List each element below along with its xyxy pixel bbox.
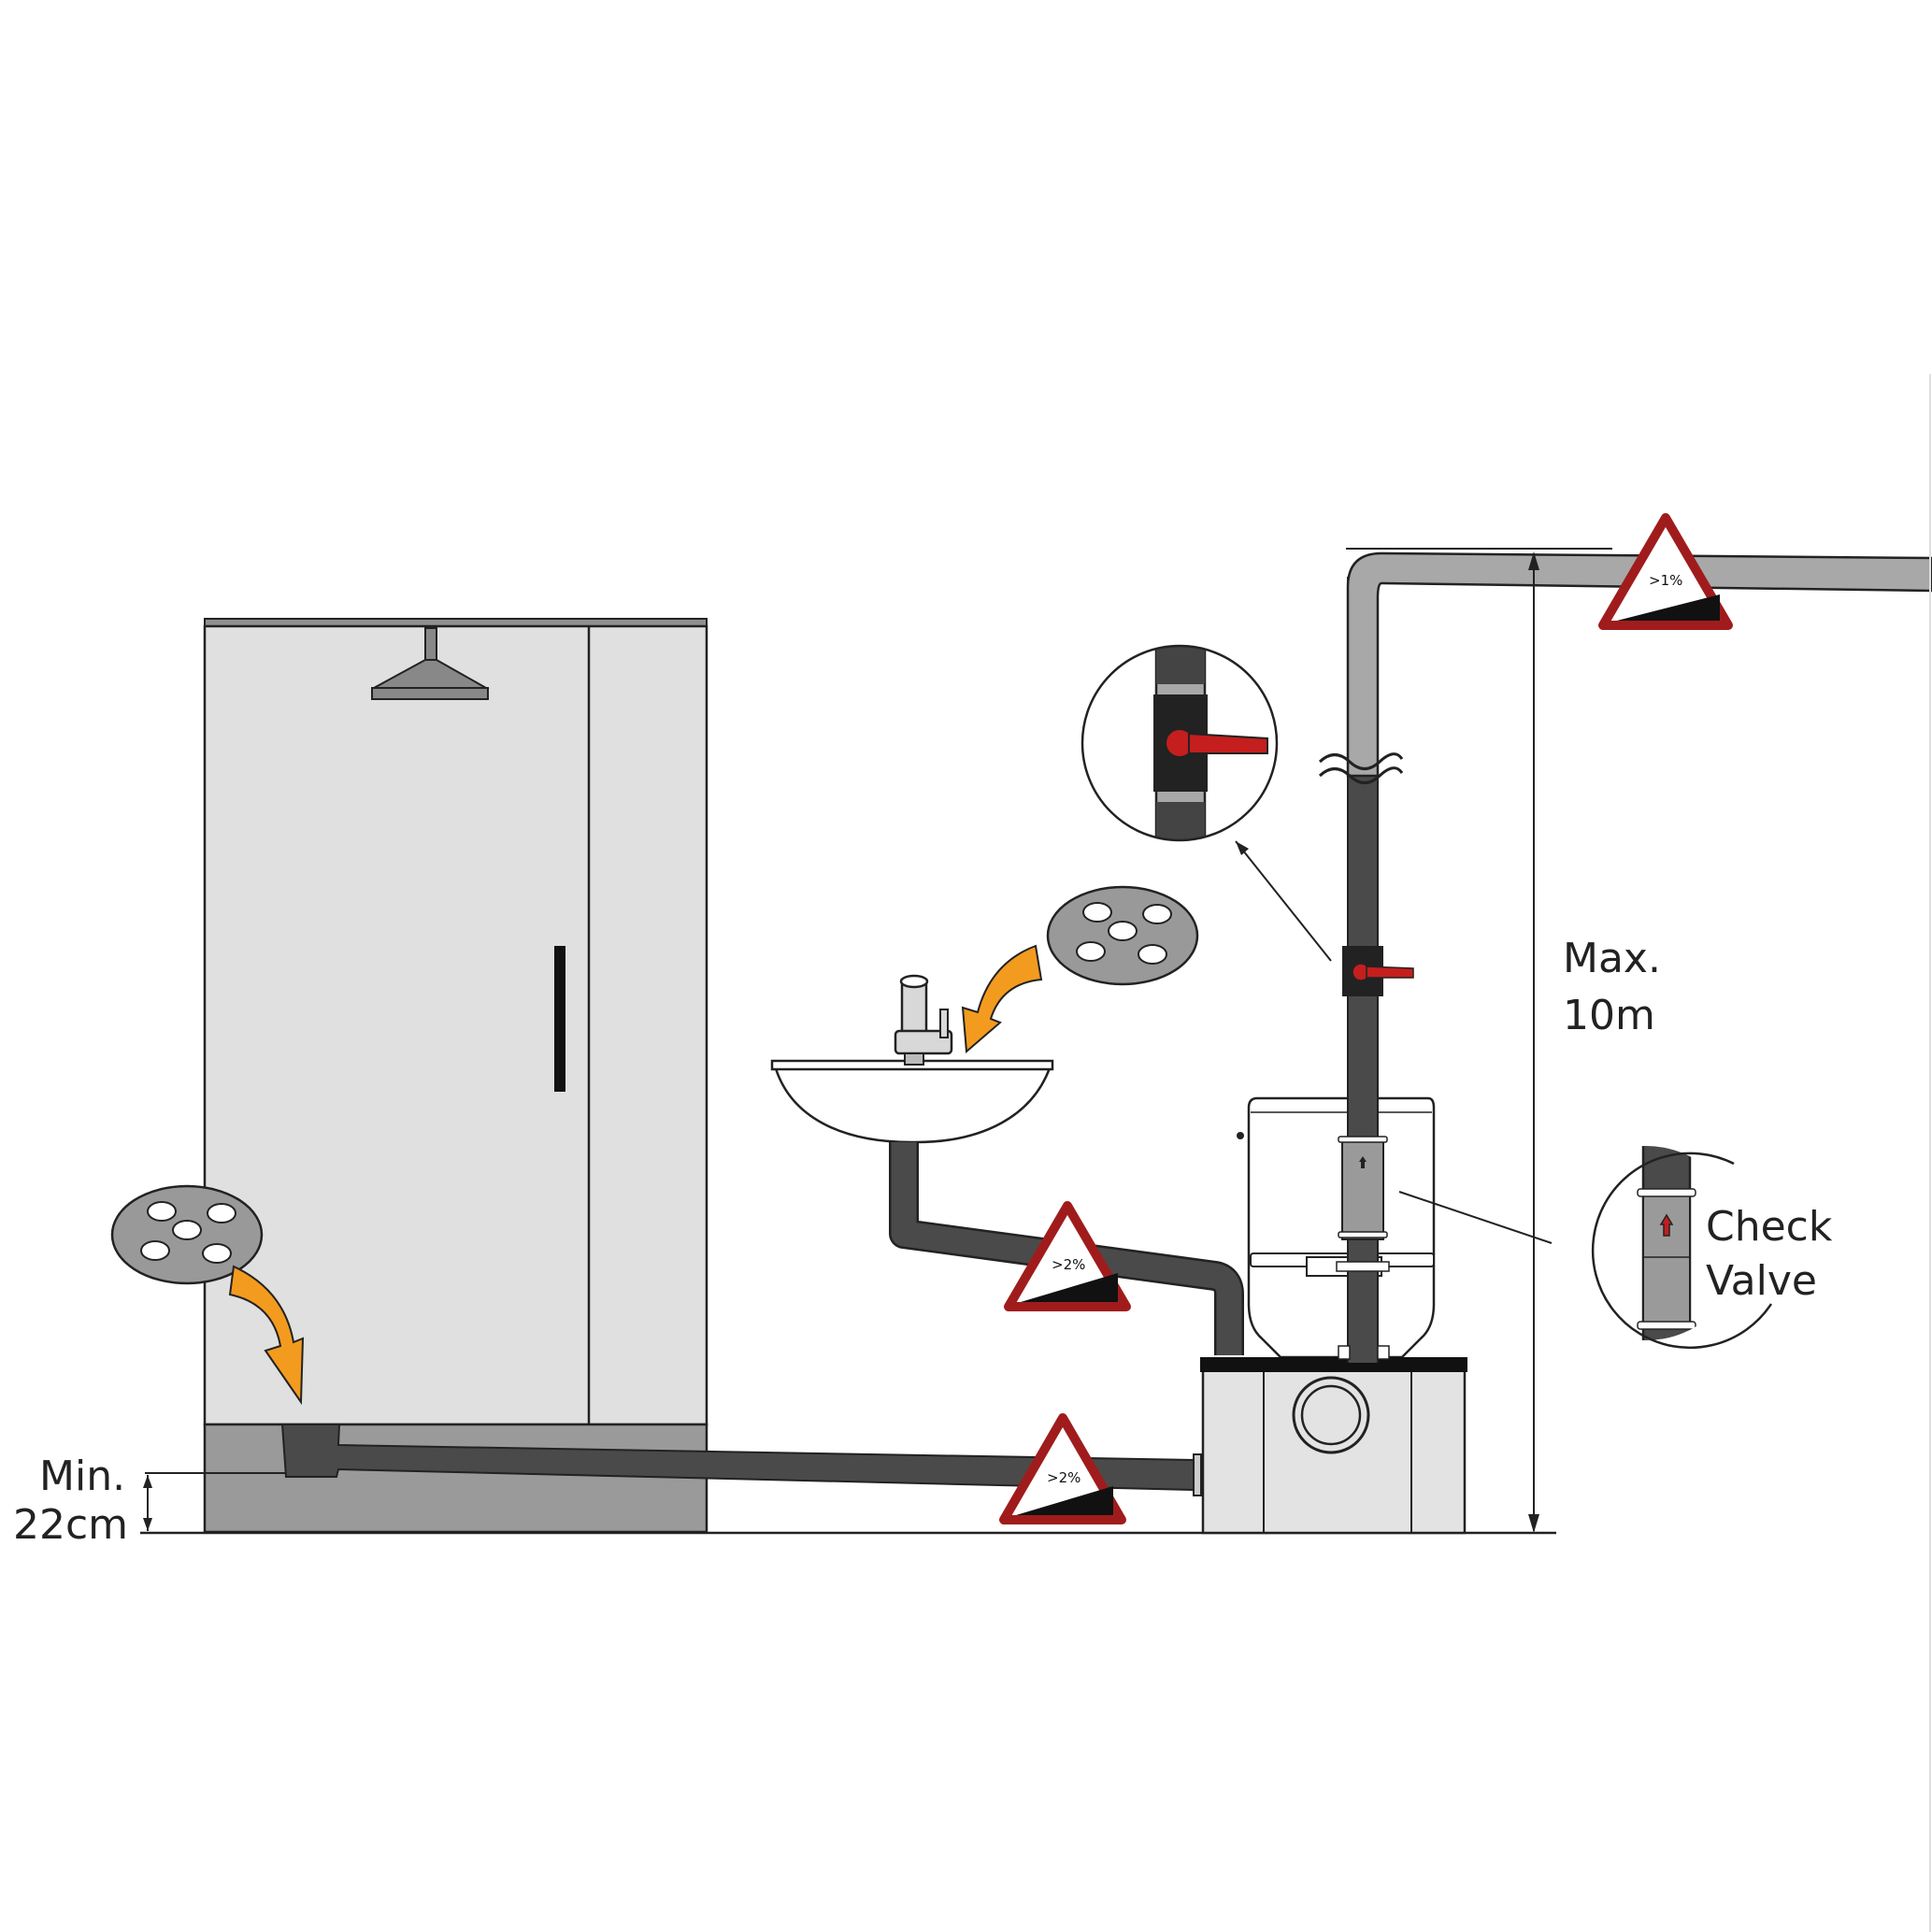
pump-unit — [1200, 1096, 1467, 1535]
warning-sign-icon: >1% — [1598, 513, 1733, 630]
floor-drain-pipe — [280, 1424, 1202, 1496]
warning-sign-icon: >2% — [999, 1413, 1126, 1524]
discharge-pipe-lower — [1349, 776, 1377, 1363]
slope-sign-floor-text: >2% — [1047, 1469, 1080, 1486]
discharge-pipe-upper — [1346, 551, 1932, 778]
check-valve-label-line2: Valve — [1706, 1257, 1817, 1305]
strainer-icon — [110, 1184, 264, 1285]
break-mark — [1318, 752, 1404, 770]
discharge-pipe — [1318, 551, 1932, 1363]
height-dimension — [1346, 548, 1612, 1533]
pump-lid — [1200, 1357, 1467, 1372]
warning-sign-icon: >2% — [1004, 1201, 1131, 1311]
strainer-icon — [1046, 885, 1199, 986]
shower-cabinet — [203, 618, 708, 1534]
check-valve-body — [1341, 1139, 1384, 1240]
check-valve-callout — [1398, 1146, 1773, 1350]
curved-arrow-icon — [228, 1265, 305, 1406]
shower-head-icon — [371, 627, 490, 700]
pipe-inlet-collar — [1193, 1453, 1202, 1496]
ball-valve-icon — [1342, 946, 1414, 996]
min-height-dimension — [143, 1472, 286, 1534]
wash-basin — [770, 974, 1054, 1144]
inspection-port — [1292, 1376, 1370, 1454]
max-height-label-line1: Max. — [1563, 935, 1661, 982]
slope-sign-sink-text: >2% — [1052, 1256, 1085, 1273]
curved-arrow-icon — [961, 944, 1043, 1054]
ball-valve-callout — [1080, 644, 1332, 962]
slope-sign-top-text: >1% — [1649, 572, 1682, 589]
min-height-label-line1: Min. — [39, 1453, 125, 1500]
faucet-icon — [894, 974, 953, 1066]
min-height-label-line2: 22cm — [13, 1501, 128, 1549]
check-valve-label-line1: Check — [1706, 1203, 1833, 1251]
sink-drain-pipe — [891, 1142, 1242, 1355]
max-height-label-line2: 10m — [1563, 992, 1655, 1039]
door-handle — [554, 946, 565, 1092]
shower-base — [203, 1423, 708, 1534]
